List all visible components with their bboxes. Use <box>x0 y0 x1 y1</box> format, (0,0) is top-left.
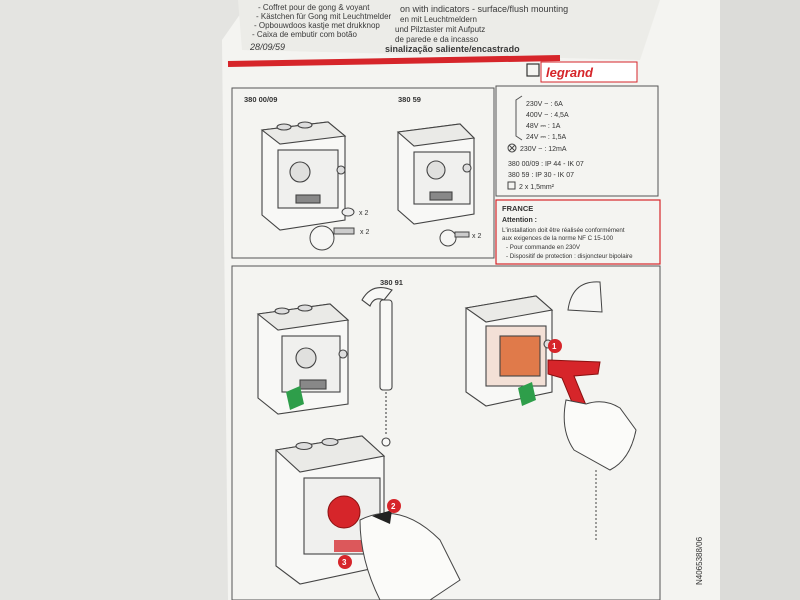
header-line-1: - Coffret pour de gong & voyant <box>258 3 370 12</box>
knock-plate-icon <box>567 281 603 313</box>
leaflet-fold <box>238 0 660 60</box>
header-line-2: - Kästchen für Gong mit Leuchtmelder <box>256 12 392 21</box>
panel-b-ref: 380 59 <box>398 95 421 104</box>
panel-france <box>495 199 661 265</box>
header-right-2: en mit Leuchtmeldern <box>400 15 477 24</box>
lamp-rating: 230V ~ : 12mA <box>520 146 567 153</box>
panel-specs <box>495 85 659 197</box>
header-right-1: on with indicators - surface/flush mount… <box>400 4 568 14</box>
hand-icon <box>563 399 637 471</box>
header-right-5: sinalização saliente/encastrado <box>385 44 520 54</box>
key-disc-icon-b <box>439 229 457 247</box>
step-label-2: 2 <box>391 502 396 511</box>
brand-logo: legrand <box>526 61 638 83</box>
france-attention: Attention : <box>502 217 537 224</box>
rating-3: 48V ⎓ : 1A <box>526 123 561 130</box>
wire-icon <box>507 181 516 190</box>
rating-4: 24V ⎓ : 1,5A <box>526 134 567 141</box>
header-line-3: - Opbouwdoos kastje met drukknop <box>254 21 380 30</box>
qty-keys: x 2 <box>360 229 369 236</box>
screw-icon <box>341 207 355 217</box>
device-box-a <box>260 121 347 231</box>
table-light-area <box>0 0 250 600</box>
key-icon-b <box>454 231 470 238</box>
header-text-block: - Coffret pour de gong & voyant - Kästch… <box>249 3 568 54</box>
panel-products <box>231 87 495 259</box>
rating-1: 230V ~ : 6A <box>526 101 563 108</box>
step-badge-1 <box>548 339 562 353</box>
key-icon <box>333 227 355 235</box>
key-disc-icon <box>309 225 335 251</box>
ip-line-2: 380 59 : IP 30 - IK 07 <box>508 172 574 179</box>
green-indicator-icon <box>286 386 304 410</box>
step-label-3: 3 <box>342 558 347 567</box>
tool-ref: 380 91 <box>380 278 403 287</box>
wire-spec: 2 x 1,5mm² <box>519 184 555 191</box>
header-right-3: und Pilztaster mit Aufputz <box>395 25 485 34</box>
logo-square-icon <box>526 63 540 77</box>
step-label-1: 1 <box>552 342 557 351</box>
france-title: FRANCE <box>502 204 533 213</box>
device-box-step-b <box>464 295 554 407</box>
france-text-1: L'installation doit être réalisée confor… <box>502 227 625 234</box>
ip-line-1: 380 00/09 : IP 44 - IK 07 <box>508 161 584 168</box>
brand-name: legrand <box>546 65 594 80</box>
header-line-4: - Caixa de embutir com botão <box>252 30 357 39</box>
step-badge-3 <box>338 555 352 569</box>
ratings-bracket <box>515 95 523 141</box>
key-tool-icon <box>361 287 393 447</box>
header-right-4: de parede e da incasso <box>395 35 479 44</box>
green-indicator-icon-b <box>518 382 536 406</box>
logo-box <box>540 61 638 83</box>
rating-2: 400V ~ : 4,5A <box>526 112 569 119</box>
france-text-2: aux exigences de la norme NF C 15-100 <box>502 235 614 242</box>
doc-code: 28/09/59 <box>249 42 285 52</box>
panel-steps <box>231 265 661 600</box>
qty-keys-b: x 2 <box>472 233 481 240</box>
push-arrow-icon <box>372 510 392 524</box>
france-text-4: - Dispositif de protection : disjoncteur… <box>506 253 633 260</box>
side-code: N4065388/06 <box>695 536 704 585</box>
qty-screws: x 2 <box>359 210 368 217</box>
device-box-step-a <box>256 303 350 415</box>
red-banner <box>227 55 561 67</box>
step-badge-2 <box>387 499 401 513</box>
device-box-b <box>396 123 476 225</box>
panel-a-ref: 380 00/09 <box>244 95 277 104</box>
france-text-3: - Pour commande en 230V <box>506 244 581 251</box>
red-push-button-icon <box>327 495 361 529</box>
ratings-list: 230V ~ : 6A 400V ~ : 4,5A 48V ⎓ : 1A 24V… <box>526 101 569 141</box>
lamp-icon <box>507 143 517 153</box>
